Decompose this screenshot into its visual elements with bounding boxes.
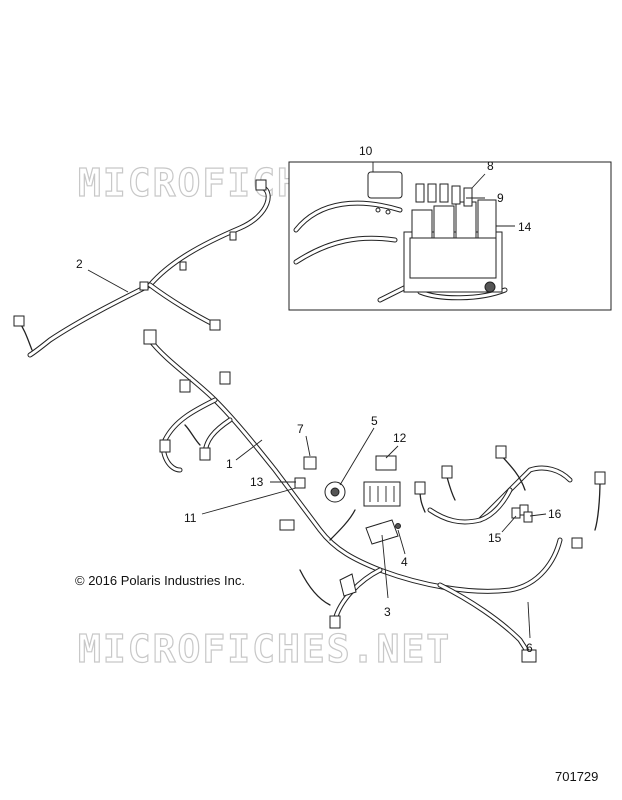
part-4 bbox=[395, 523, 401, 529]
copyright-notice: © 2016 Polaris Industries Inc. bbox=[75, 573, 245, 588]
callout-10: 10 bbox=[359, 144, 373, 158]
part-13 bbox=[294, 477, 306, 489]
part-7 bbox=[303, 456, 317, 470]
relay-14a bbox=[411, 209, 433, 239]
callout-11: 11 bbox=[184, 511, 197, 525]
relay-14b bbox=[433, 205, 455, 239]
callout-4: 4 bbox=[401, 555, 408, 569]
harness-1 bbox=[143, 329, 606, 663]
document-number: 701729 bbox=[555, 769, 599, 784]
watermark-bottom: MICROFICHES.NET bbox=[78, 627, 451, 671]
part-16 bbox=[523, 511, 533, 523]
callout-12: 12 bbox=[393, 431, 407, 445]
callout-5: 5 bbox=[371, 414, 378, 428]
callout-7: 7 bbox=[297, 422, 304, 436]
fuse-box-inset bbox=[288, 161, 612, 311]
callout-15: 15 bbox=[488, 531, 502, 545]
callout-3: 3 bbox=[384, 605, 391, 619]
callout-14: 14 bbox=[518, 220, 532, 234]
callout-13: 13 bbox=[250, 475, 264, 489]
part-15 bbox=[511, 507, 521, 519]
harness-2 bbox=[13, 179, 271, 358]
relay-10 bbox=[367, 171, 403, 199]
part-12 bbox=[375, 455, 397, 471]
leader-lines bbox=[87, 173, 547, 639]
relay-14d bbox=[477, 199, 497, 239]
relay-14c bbox=[455, 201, 477, 239]
callout-9: 9 bbox=[497, 191, 504, 205]
main-fuse-block bbox=[363, 481, 401, 507]
callouts: 1 2 3 4 5 6 7 8 9 10 11 12 13 14 15 16 bbox=[76, 144, 562, 655]
callout-6: 6 bbox=[526, 641, 533, 655]
callout-16: 16 bbox=[548, 507, 562, 521]
callout-1: 1 bbox=[226, 457, 233, 471]
part-3-bracket bbox=[365, 519, 399, 545]
callout-8: 8 bbox=[487, 159, 494, 173]
fuses-8 bbox=[415, 183, 473, 207]
callout-2: 2 bbox=[76, 257, 83, 271]
